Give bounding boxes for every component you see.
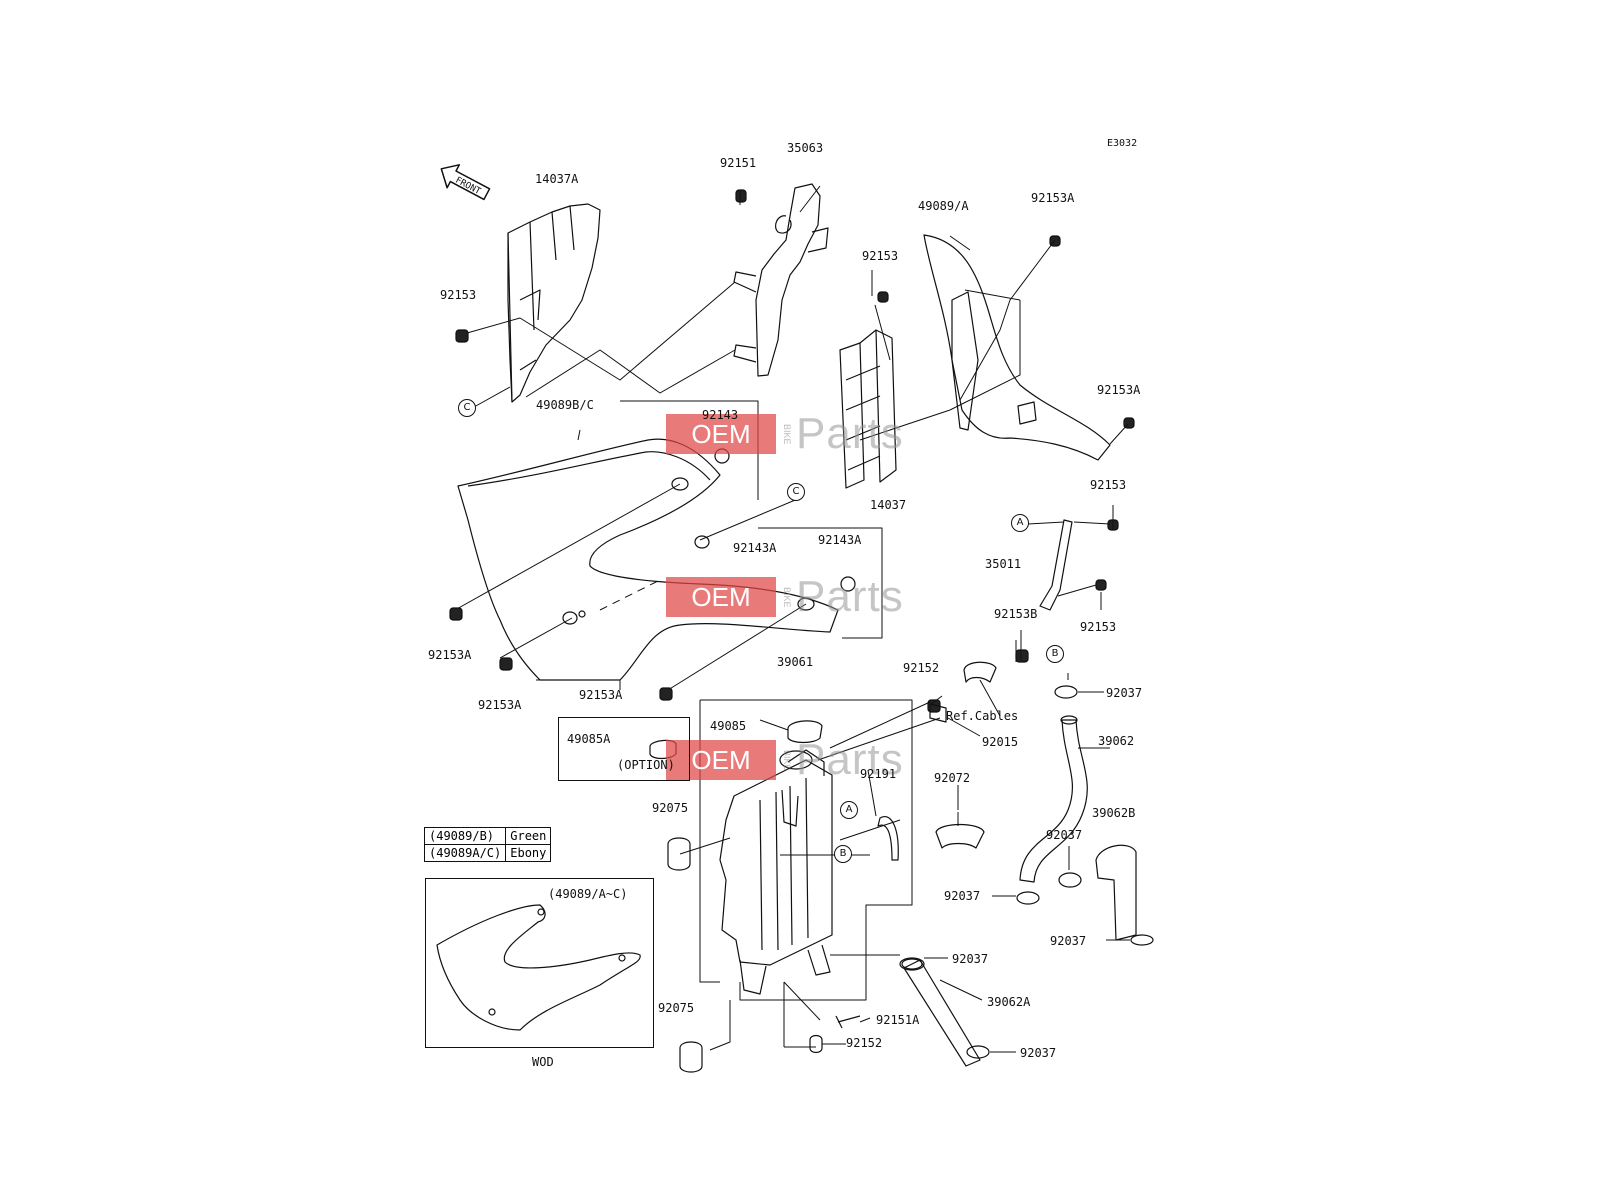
option-box: 49085A (OPTION): [558, 717, 690, 781]
part-label: 92143A: [733, 541, 777, 555]
wod-title: (49089/A~C): [548, 887, 628, 901]
wod-inset-box: (49089/A~C): [425, 878, 654, 1048]
part-label: 39062B: [1092, 806, 1136, 820]
wod-cover-drawing: [436, 904, 641, 1031]
part-label: 92153A: [478, 698, 522, 712]
part-label: 92072: [934, 771, 971, 785]
part-label: 39062: [1098, 734, 1135, 748]
part-label: 92143: [702, 408, 739, 422]
legend-part: (49089A/C): [423, 844, 507, 862]
part-label: 92153: [1090, 478, 1127, 492]
part-label: 92153B: [994, 607, 1038, 621]
part-label: 92152: [846, 1036, 883, 1050]
shroud-14037a-drawing: [507, 203, 601, 403]
part-label: 92037: [1050, 934, 1087, 948]
part-label: 14037: [870, 498, 907, 512]
part-label: 49085A: [567, 732, 611, 746]
part-label: 39061: [777, 655, 814, 669]
part-label: 92152: [903, 661, 940, 675]
part-label: 92037: [1106, 686, 1143, 700]
callout-b: B: [834, 845, 852, 863]
bracket-35063-drawing: [733, 183, 829, 377]
radiator-39061-drawing: [719, 749, 833, 995]
grille-14037-drawing: [839, 329, 897, 489]
part-label: 92143A: [818, 533, 862, 547]
callout-c: C: [458, 399, 476, 417]
stay-35011-drawing: [1027, 519, 1111, 611]
part-label: 92153: [1080, 620, 1117, 634]
part-label: 39062A: [987, 995, 1031, 1009]
part-label: 92153A: [1031, 191, 1075, 205]
callout-a: A: [1011, 514, 1029, 532]
part-label: Ref.Cables: [946, 709, 1019, 723]
part-label: 92037: [1046, 828, 1083, 842]
callout-a: A: [840, 801, 858, 819]
color-legend: (49089/B) Green (49089A/C) Ebony: [423, 827, 552, 862]
bolt-icon: [449, 189, 1135, 713]
legend-color: Ebony: [505, 844, 552, 862]
part-label: 35011: [985, 557, 1022, 571]
legend-row: (49089A/C) Ebony: [423, 844, 552, 862]
option-label: (OPTION): [617, 758, 675, 772]
wod-caption: WOD: [532, 1055, 554, 1069]
diagram-code: E3032: [1107, 138, 1138, 149]
part-label: 92151: [720, 156, 757, 170]
part-label: 92153: [862, 249, 899, 263]
part-label: 92191: [860, 767, 897, 781]
part-label: 49085: [710, 719, 747, 733]
part-label: 92153A: [428, 648, 472, 662]
legend-row: (49089/B) Green: [423, 827, 552, 845]
part-label: 92075: [652, 801, 689, 815]
part-label: 92075: [658, 1001, 695, 1015]
part-label: 35063: [787, 141, 824, 155]
legend-color: Green: [505, 827, 552, 845]
legend-part: (49089/B): [423, 827, 507, 845]
callout-c: C: [787, 483, 805, 501]
part-label: 92153: [440, 288, 477, 302]
hose-clamp-icon: [899, 685, 1154, 1059]
hose-39062-drawing: [1019, 715, 1088, 883]
part-label: 92037: [952, 952, 989, 966]
callout-b: B: [1046, 645, 1064, 663]
front-arrow-icon: FRONT: [440, 164, 491, 201]
part-label: 14037A: [535, 172, 579, 186]
part-label: 49089/A: [918, 199, 969, 213]
part-label: 49089B/C: [536, 398, 594, 412]
part-label: 92153A: [1097, 383, 1141, 397]
part-label: 92037: [1020, 1046, 1057, 1060]
front-label: FRONT: [453, 176, 482, 198]
side-cover-49089bc-drawing: [457, 438, 839, 681]
shroud-49089a-drawing: [923, 234, 1111, 461]
part-label: 92037: [944, 889, 981, 903]
part-label: 92153A: [579, 688, 623, 702]
part-label: 92151A: [876, 1013, 920, 1027]
part-label: 92015: [982, 735, 1019, 749]
